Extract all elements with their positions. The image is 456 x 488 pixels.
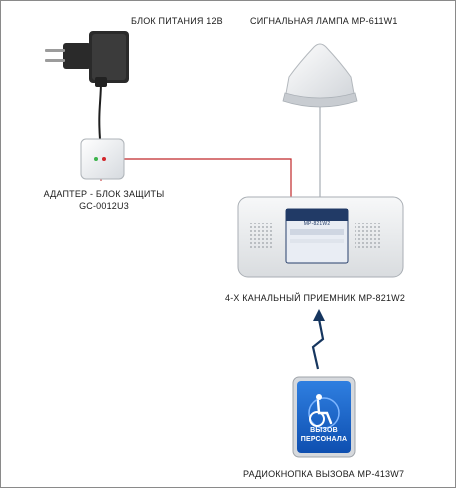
signal-lamp-label: СИГНАЛЬНАЯ ЛАМПА МР-611W1 [250,16,398,26]
adapter-label-line2: GC-0012U3 [79,201,129,211]
power-supply-label: БЛОК ПИТАНИЯ 12В [131,16,223,26]
adapter-device [80,138,125,180]
signal-lamp-device [282,43,358,108]
button-text-line2: ПЕРСОНАЛА [300,436,348,443]
power-plug-icon [45,31,129,87]
adapter-label-line1: АДАПТЕР - БЛОК ЗАЩИТЫ [43,189,165,199]
receiver-device [237,196,404,278]
power-cable [98,80,102,140]
red-wire-adapter-receiver [124,158,292,197]
button-text-line1: ВЫЗОВ [310,427,338,434]
receiver-model-text: МР-821W2 [303,221,331,227]
receiver-label: 4-Х КАНАЛЬНЫЙ ПРИЕМНИК МР-821W2 [225,293,406,303]
radio-link-icon [311,309,325,370]
radio-button-device [292,376,356,458]
radio-button-label: РАДИОКНОПКА ВЫЗОВА МР-413W7 [243,469,405,479]
